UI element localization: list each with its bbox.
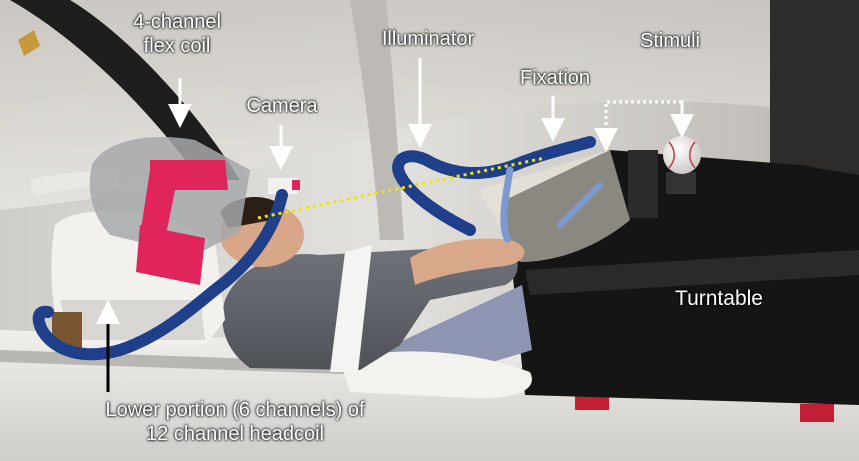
camera-label: Camera bbox=[246, 95, 318, 117]
headcoil-label-line1: Lower portion (6 channels) of bbox=[105, 399, 365, 421]
subject-arm bbox=[410, 238, 525, 285]
headcoil-label-line2: 12 channel headcoil bbox=[146, 423, 324, 445]
camera-gooseneck bbox=[32, 189, 288, 361]
stimulus-stand bbox=[628, 150, 658, 218]
fixation-label: Fixation bbox=[519, 67, 591, 89]
table-red-marker-right bbox=[800, 404, 834, 422]
flex-coil-label-line2: flex coil bbox=[143, 35, 211, 57]
camera-body bbox=[268, 178, 298, 194]
bore-edge-dark bbox=[10, 0, 240, 180]
body-strap bbox=[330, 245, 372, 372]
leg-pillow bbox=[340, 351, 532, 399]
baseball-stitch-right bbox=[689, 141, 696, 169]
camera-tip bbox=[292, 180, 300, 190]
bore-seam bbox=[350, 0, 404, 240]
headcoil-label: Lower portion (6 channels) of 12 channel… bbox=[20, 398, 450, 446]
fixation-shield bbox=[478, 150, 630, 262]
stimuli-dotted-arrow bbox=[594, 100, 682, 152]
subject-body bbox=[222, 245, 518, 370]
warning-sticker bbox=[18, 30, 40, 56]
baseball-stimulus bbox=[663, 136, 701, 174]
ball-holder bbox=[666, 172, 696, 194]
illuminator-gooseneck bbox=[392, 136, 596, 236]
turntable-label: Turntable bbox=[675, 287, 763, 310]
tape-strip-side bbox=[140, 170, 178, 240]
flex-coil-label: 4-channel flex coil bbox=[112, 10, 242, 58]
tape-strip-bottom bbox=[136, 225, 205, 285]
illuminator-label: Illuminator bbox=[381, 28, 475, 50]
baseball-stitch-left bbox=[668, 141, 675, 169]
stimuli-label: Stimuli bbox=[639, 30, 700, 52]
turntable-edge bbox=[525, 250, 859, 295]
fixation-arm bbox=[500, 166, 514, 244]
flex-coil-label-line1: 4-channel bbox=[133, 11, 221, 33]
fixation-pointer bbox=[557, 182, 603, 228]
